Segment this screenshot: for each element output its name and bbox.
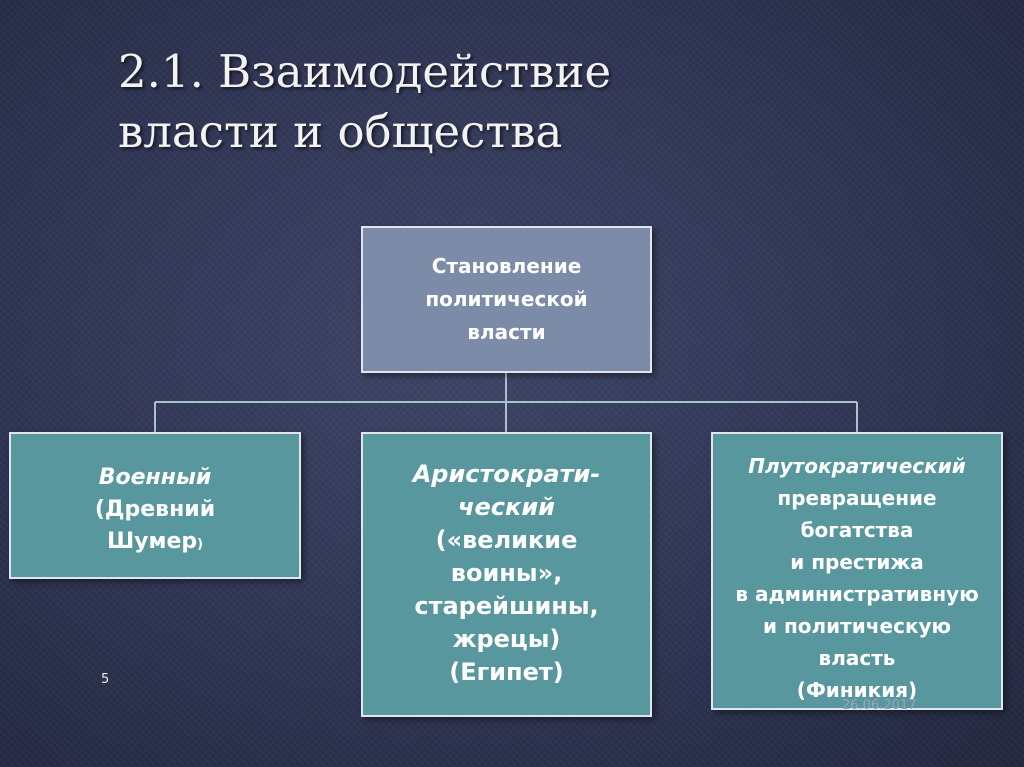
- child-node-military: Военный (Древний Шумер): [9, 432, 301, 579]
- node-line-1: (Древний: [94, 497, 216, 522]
- node-heading: Военный: [98, 465, 212, 490]
- node-heading-line-2: ческий: [458, 493, 555, 521]
- node-line-2-suffix: ): [197, 537, 204, 552]
- node-line-4: в административную: [735, 582, 979, 606]
- slide-title: 2.1. Взаимодействие власти и общества: [118, 42, 611, 162]
- slide-date: 26.06.2017: [842, 698, 917, 713]
- node-line-2-text: Шумер: [106, 529, 198, 554]
- node-heading-line-1: Аристократи-: [412, 460, 601, 488]
- title-line-1: 2.1. Взаимодействие: [118, 45, 612, 98]
- node-line-6: власть: [818, 646, 896, 670]
- node-line-3: старейшины,: [414, 592, 599, 620]
- title-line-2: власти и общества: [118, 105, 563, 158]
- child-node-plutocratic: Плутократический превращение богатства и…: [711, 432, 1003, 710]
- node-line-5: и политическую: [762, 614, 951, 638]
- node-line-3: и престижа: [790, 550, 924, 574]
- root-line-1: Становление: [431, 254, 582, 278]
- node-line-2: Шумер): [107, 526, 203, 561]
- node-line-7: (Финикия): [796, 678, 918, 702]
- node-line-2: воины»,: [450, 559, 563, 587]
- root-node: Становление политической власти: [361, 226, 652, 373]
- page-number: 5: [101, 672, 110, 687]
- root-line-2: политической: [425, 287, 588, 311]
- child-node-aristocratic: Аристократи- ческий («великие воины», ст…: [361, 432, 652, 717]
- node-line-1: превращение: [777, 486, 937, 510]
- node-line-4: жрецы): [452, 625, 561, 653]
- node-line-5: (Египет): [449, 658, 564, 686]
- node-heading: Плутократический: [748, 454, 966, 478]
- node-line-1: («великие: [435, 526, 578, 554]
- node-line-2: богатства: [800, 518, 914, 542]
- root-line-3: власти: [467, 320, 546, 344]
